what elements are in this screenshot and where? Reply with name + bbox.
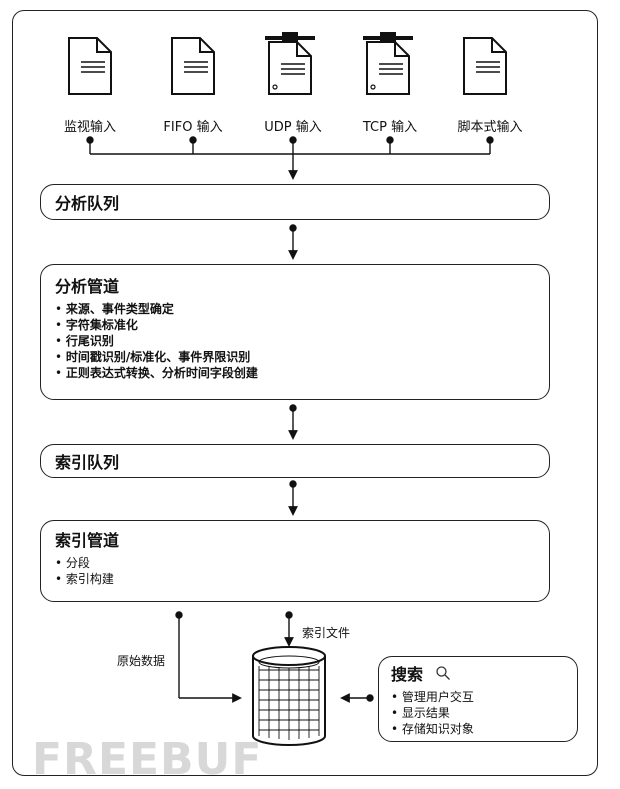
document-icon (463, 37, 507, 95)
list-item: 时间戳识别/标准化、事件界限识别 (55, 349, 535, 365)
parse-pipeline-box: 分析管道 来源、事件类型确定 字符集标准化 行尾识别 时间戳识别/标准化、事件界… (40, 264, 550, 400)
parse-queue-box: 分析队列 (40, 184, 550, 220)
index-queue-box: 索引队列 (40, 444, 550, 478)
search-box: 搜索 管理用户交互 显示结果 存储知识对象 (378, 656, 578, 742)
search-title-row: 搜索 (391, 661, 565, 685)
watermark: FREEBUF (32, 734, 263, 785)
index-pipeline-box: 索引管道 分段 索引构建 (40, 520, 550, 602)
list-item: 显示结果 (391, 705, 565, 721)
index-pipeline-title: 索引管道 (55, 531, 120, 550)
list-item: 字符集标准化 (55, 317, 535, 333)
parse-pipeline-list: 来源、事件类型确定 字符集标准化 行尾识别 时间戳识别/标准化、事件界限识别 正… (55, 301, 535, 381)
parse-pipeline-title: 分析管道 (55, 277, 120, 296)
document-icon (171, 37, 215, 95)
source-label-monitor: 监视输入 (63, 120, 117, 135)
list-item: 索引构建 (55, 571, 535, 587)
list-item: 管理用户交互 (391, 689, 565, 705)
network-document-icon (265, 32, 315, 95)
raw-data-label: 原始数据 (117, 654, 166, 668)
document-icon (68, 37, 112, 95)
index-queue-title: 索引队列 (55, 453, 120, 472)
list-item: 来源、事件类型确定 (55, 301, 535, 317)
search-list: 管理用户交互 显示结果 存储知识对象 (391, 689, 565, 737)
source-label-fifo: FIFO 输入 (163, 120, 223, 135)
diagram-frame (12, 10, 598, 776)
source-label-script: 脚本式输入 (457, 120, 523, 135)
network-document-icon (363, 32, 413, 95)
list-item: 分段 (55, 555, 535, 571)
list-item: 存储知识对象 (391, 721, 565, 737)
search-title: 搜索 (391, 665, 424, 684)
index-pipeline-list: 分段 索引构建 (55, 555, 535, 587)
magnifier-icon (436, 666, 450, 680)
source-label-udp: UDP 输入 (264, 120, 322, 135)
list-item: 正则表达式转换、分析时间字段创建 (55, 365, 535, 381)
list-item: 行尾识别 (55, 333, 535, 349)
database-icon (252, 646, 326, 746)
parse-queue-title: 分析队列 (55, 194, 120, 213)
index-file-label: 索引文件 (302, 626, 351, 640)
source-label-tcp: TCP 输入 (362, 120, 418, 135)
